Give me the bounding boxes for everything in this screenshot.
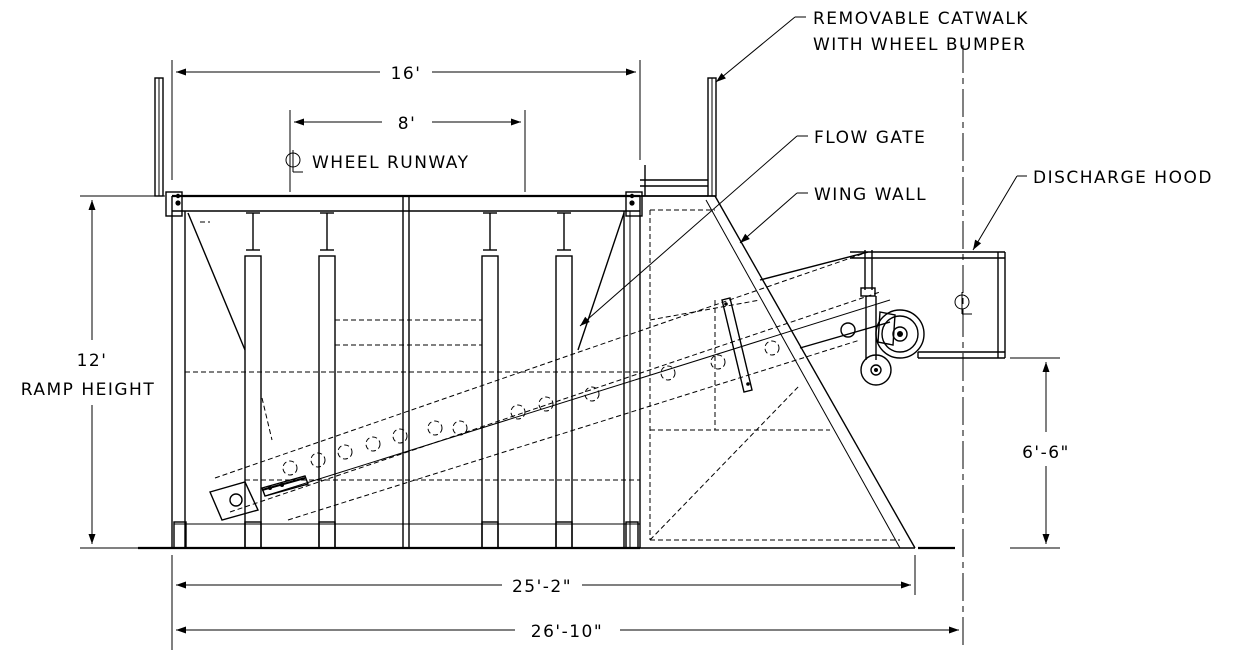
dim-top-width [171,60,641,180]
leader-flow-gate [579,135,808,327]
hopper-slope-left [187,212,246,351]
wing-wall-slope [714,195,916,549]
wing-wall-label: WING WALL [814,185,927,205]
conveyor-belt-line [229,291,881,513]
centerline-symbol [285,150,303,173]
hopper-slope-right [577,212,625,351]
deck-end-plate-left [165,191,183,217]
dim-discharge-height [1010,357,1060,549]
dim-discharge-height-text: 6'-6" [1022,443,1070,463]
dim-ramp-height [80,195,165,549]
leader-catwalk [715,16,806,83]
dim-runway-width-text: 8' [398,114,417,134]
tail-pulley [209,475,309,521]
removable-catwalk [154,77,717,197]
hidden-lines [185,221,640,481]
ramp-height-value: 12' [77,351,108,371]
wing-wall-frame [640,195,916,549]
deck-beam-hangers [246,212,571,251]
wheel-runway-label: WHEEL RUNWAY [312,153,470,173]
dim-length-to-centerline-text: 26'-10" [531,622,603,642]
dim-length-overall [171,555,916,650]
dim-length-overall-text: 25'-2" [512,577,572,597]
leader-wing-wall [739,192,808,244]
discharge-hood-label: DISCHARGE HOOD [1033,168,1213,188]
leader-discharge-hood [972,175,1027,251]
head-pulley [860,250,925,386]
flow-gate-plate [721,297,753,393]
deck-end-plate-right [625,191,643,217]
discharge-centerline-symbol [954,292,972,315]
catwalk-label-line2: WITH WHEEL BUMPER [813,35,1026,55]
base-gussets [173,521,639,549]
ramp-height-label: RAMP HEIGHT [21,380,155,400]
dim-top-width-text: 16' [391,64,422,84]
dim-runway-width [289,110,526,192]
inclined-conveyor [209,251,891,521]
conveyor-top-rail [214,251,869,479]
conveyor-rollers [282,322,856,476]
catwalk-label-line1: REMOVABLE CATWALK [813,9,1029,29]
discharge-hood [850,251,1006,359]
ramp-structure [138,191,955,550]
flow-gate-label: FLOW GATE [814,128,926,148]
